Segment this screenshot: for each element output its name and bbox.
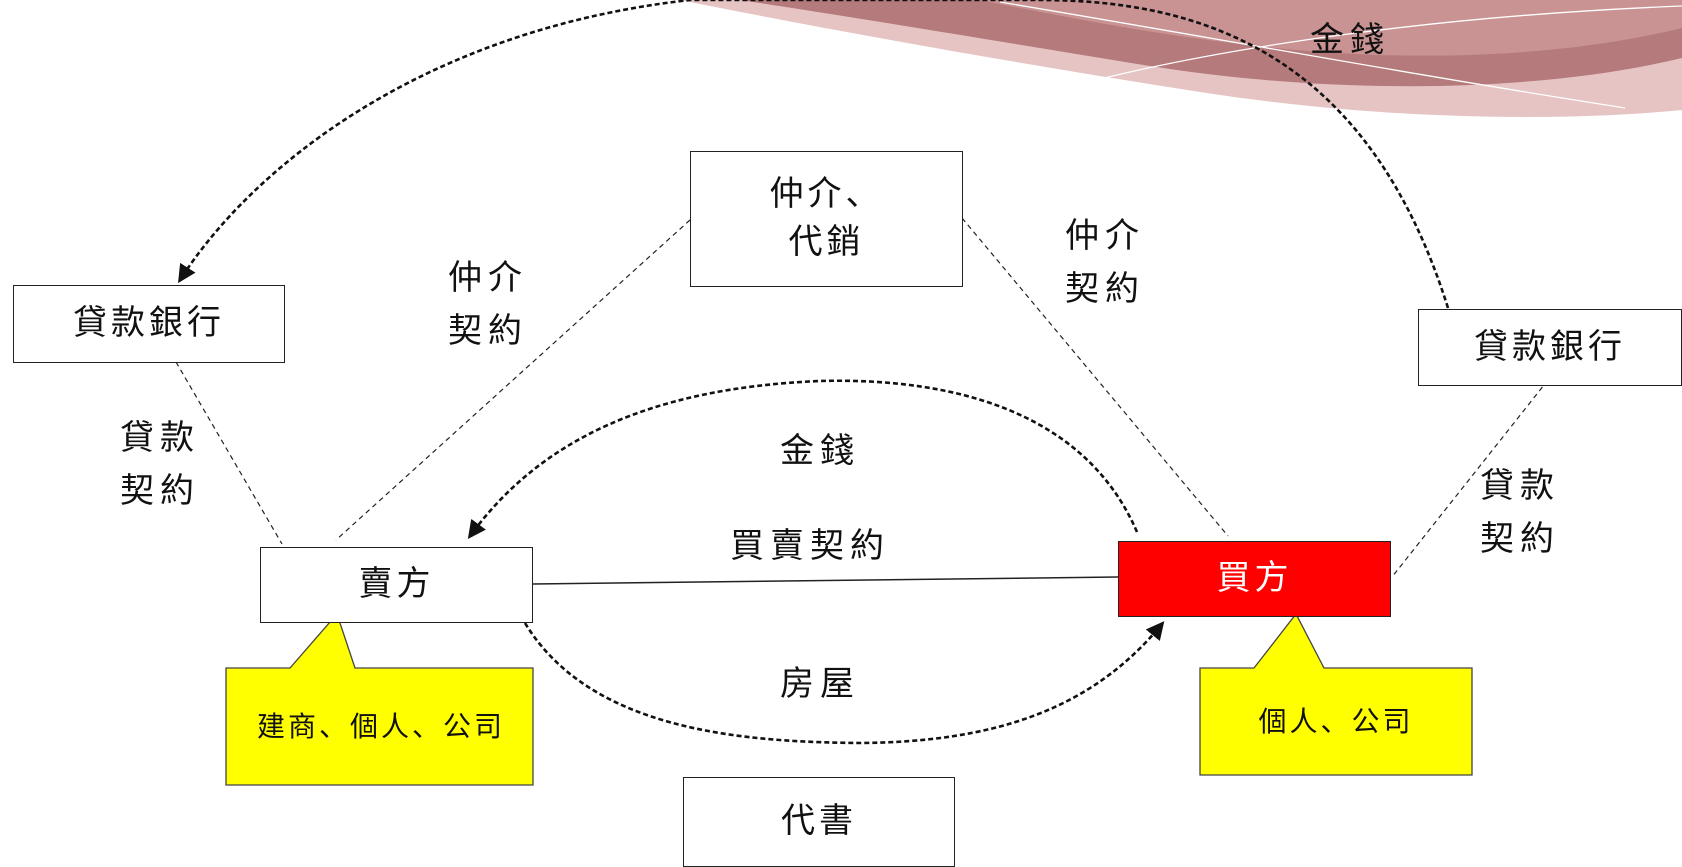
bank-buyer-link (1391, 379, 1549, 578)
money-top-arrow (178, 0, 1450, 309)
house-arrow (523, 621, 1165, 745)
seller-box: 賣方 (260, 547, 533, 623)
bank-right-box: 貸款銀行 (1418, 309, 1682, 386)
decorative-banner (680, 0, 1682, 117)
broker-box: 仲介、 代銷 (690, 151, 963, 287)
buyer-callout-shape (1199, 612, 1473, 776)
banner-mid-band (980, 0, 1682, 56)
sales-contract-label: 買賣契約 (730, 526, 890, 566)
broker-contract-left-label: 仲介 契約 (448, 258, 528, 351)
contract-lines (175, 217, 1549, 578)
house-label: 房屋 (780, 664, 860, 704)
buyer-callout-text: 個人、公司 (1258, 705, 1414, 738)
bank-left-box: 貸款銀行 (13, 285, 285, 363)
money-center-arrow (467, 379, 1139, 539)
banner-white-streak-2 (999, 1, 1626, 109)
banner-white-streak-1 (1079, 5, 1682, 85)
sales-contract-line (532, 576, 1119, 585)
scrivener-box: 代書 (683, 777, 955, 867)
broker-contract-right-label: 仲介 契約 (1065, 216, 1145, 309)
loan-contract-left-label: 貸款 契約 (120, 418, 200, 511)
bank-seller-link (175, 361, 283, 545)
broker-buyer-link (961, 217, 1229, 537)
loan-contract-right-label: 貸款 契約 (1480, 466, 1560, 559)
broker-seller-link (335, 219, 691, 541)
money-top-label: 金錢 (1310, 20, 1390, 60)
buyer-box: 買方 (1118, 541, 1391, 617)
seller-callout-text: 建商、個人、公司 (256, 710, 505, 743)
money-center-label: 金錢 (780, 431, 860, 471)
seller-callout-shape (225, 612, 534, 786)
